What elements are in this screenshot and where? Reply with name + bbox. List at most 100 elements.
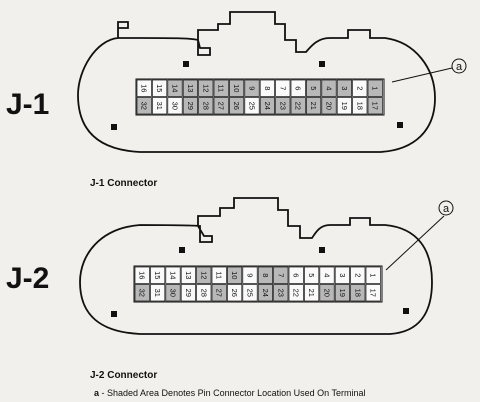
connector-j2-outline [79,197,433,335]
pin-number: 17 [371,102,380,110]
pin-number: 6 [294,86,303,90]
pin-number: 21 [309,102,318,110]
pin-cell [319,266,335,284]
pin-number: 18 [353,289,362,297]
pin-number: 3 [338,273,347,277]
pin-cell [180,284,196,302]
pin-number: 30 [171,102,180,110]
pin-cell [273,284,289,302]
pin-number: 15 [155,84,164,92]
pin-cell [306,97,322,115]
pin-cell [198,97,214,115]
pin-number: 2 [355,86,364,90]
pin-cell [336,97,352,115]
pin-cell [352,79,368,97]
pin-cell [319,284,335,302]
pin-cell [213,97,229,115]
pin-cell [167,79,183,97]
pin-cell [290,97,306,115]
pin-number: 22 [294,102,303,110]
pin-cell [288,284,304,302]
pin-number: 24 [261,289,270,297]
pin-number: 6 [292,273,301,277]
pin-number: 9 [248,86,257,90]
pin-cell [196,284,212,302]
pin-cell [273,266,289,284]
pin-number: 29 [186,102,195,110]
pin-number: 32 [138,289,147,297]
mounting-marker [111,124,117,130]
pin-cell [167,97,183,115]
pin-number: 19 [338,289,347,297]
mounting-marker [319,61,325,67]
pin-number: 8 [263,86,272,90]
pin-number: 10 [230,271,239,279]
connector-caption: J-2 Connector [90,370,157,381]
mounting-marker [179,247,185,253]
pin-number: 4 [323,273,332,277]
pin-cell [152,97,168,115]
pin-cell [182,97,198,115]
pin-number: 1 [369,273,378,277]
callout-letter: a [443,203,450,215]
pin-number: 18 [355,102,364,110]
pin-number: 12 [201,84,210,92]
pin-number: 16 [140,84,149,92]
legend: a - Shaded Area Denotes Pin Connector Lo… [94,388,366,398]
mounting-marker [183,61,189,67]
pin-cell [367,79,383,97]
pin-number: 23 [276,289,285,297]
pin-cell [134,266,150,284]
pin-number: 1 [371,86,380,90]
pin-cell [365,266,381,284]
pin-cell [165,284,181,302]
pin-cell [352,97,368,115]
pin-cell [211,266,227,284]
callout-letter: a [456,61,463,73]
connector-j1-outline [77,11,436,153]
callout-leader [385,215,445,271]
pin-cell [136,79,152,97]
connector-label: J-1 [6,88,49,121]
pin-cell [229,79,245,97]
pin-cell [334,266,350,284]
callout-circle [451,58,467,74]
pin-number: 3 [340,86,349,90]
pin-block-border [135,78,385,116]
pin-number: 5 [309,86,318,90]
pin-cell [288,266,304,284]
pin-number: 5 [307,273,316,277]
pin-cell [304,284,320,302]
pin-cell [290,79,306,97]
pin-cell [211,284,227,302]
pin-number: 27 [215,289,224,297]
legend-text: a - Shaded Area Denotes Pin Connector Lo… [94,388,366,398]
mounting-marker [403,308,409,314]
pin-number: 29 [184,289,193,297]
pin-number: 12 [199,271,208,279]
pin-number: 26 [232,102,241,110]
pin-number: 10 [232,84,241,92]
pin-number: 30 [169,289,178,297]
pin-number: 9 [246,273,255,277]
pin-number: 24 [263,102,272,110]
pin-number: 21 [307,289,316,297]
callout-circle [438,200,454,216]
pin-cell [275,97,291,115]
pin-number: 32 [140,102,149,110]
pin-cell [321,79,337,97]
pin-cell [259,79,275,97]
pin-cell [150,266,166,284]
pin-number: 13 [186,84,195,92]
pin-cell [336,79,352,97]
pin-cell [182,79,198,97]
pin-cell [198,79,214,97]
pin-cell [334,284,350,302]
pin-cell [367,97,383,115]
pin-cell [152,79,168,97]
